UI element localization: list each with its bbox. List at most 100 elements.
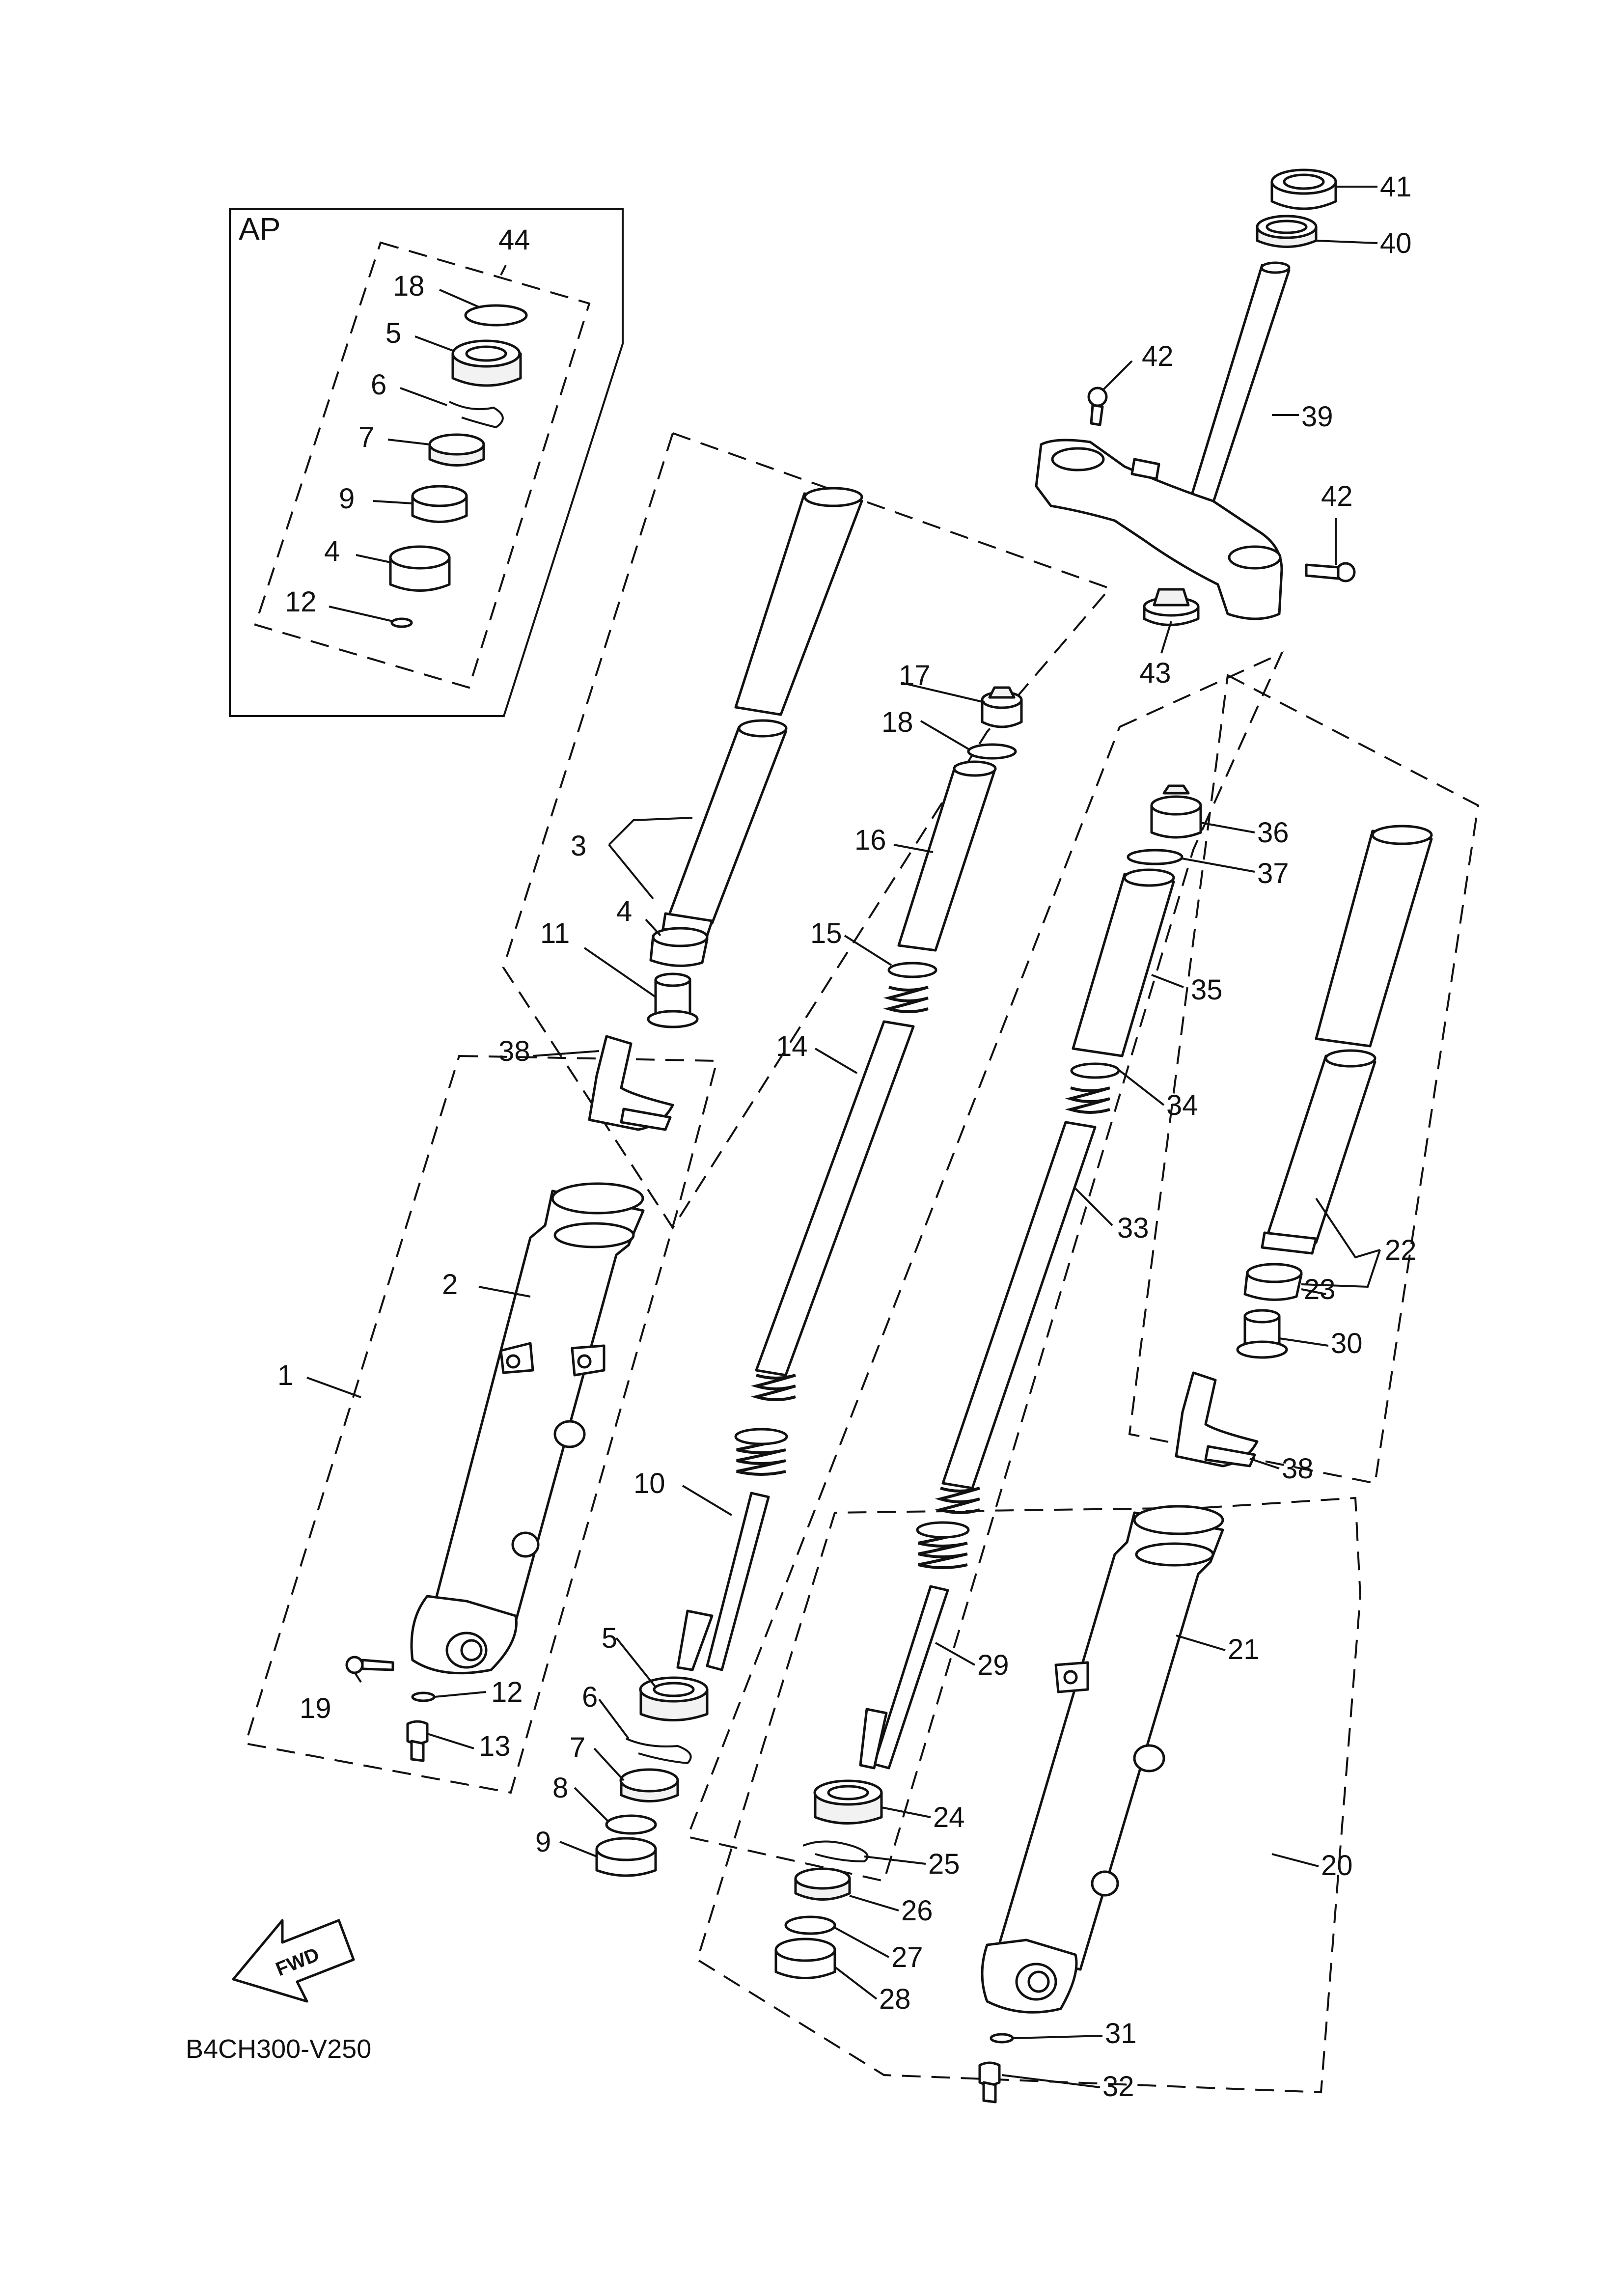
callout-13: 13	[479, 1730, 511, 1762]
callout-12: 12	[285, 586, 317, 618]
callout-36: 36	[1257, 817, 1289, 849]
right-gasket	[990, 2033, 1014, 2044]
callout-35: 35	[1191, 974, 1223, 1006]
right-upper-bracket	[1175, 1371, 1259, 1468]
callout-25: 25	[928, 1848, 960, 1880]
left-ring-8	[605, 1814, 657, 1835]
callout-39: 39	[1301, 401, 1333, 433]
left-drain-bolt	[345, 1656, 394, 1674]
callout-8: 8	[552, 1772, 568, 1804]
callout-6: 6	[371, 369, 386, 401]
left-slide-metal	[649, 927, 709, 967]
left-fork-spring	[750, 986, 929, 1401]
ap-oil-seal	[451, 339, 522, 387]
ap-bushing	[411, 485, 468, 523]
right-o-ring	[1127, 849, 1184, 865]
left-outer-tube	[410, 1182, 645, 1675]
callout-9b: 9	[535, 1826, 551, 1858]
right-washer-26	[794, 1867, 851, 1901]
under-bracket	[1035, 261, 1291, 620]
callout-23: 23	[1304, 1274, 1336, 1305]
ap-inset-parts	[389, 304, 528, 628]
callout-1: 1	[277, 1359, 293, 1391]
inner-tube-group-outline	[502, 432, 1112, 1230]
callout-6b: 6	[582, 1681, 598, 1713]
callout-14: 14	[776, 1030, 808, 1062]
callout-16: 16	[854, 824, 886, 856]
callout-37: 37	[1257, 858, 1289, 889]
callout-34: 34	[1166, 1089, 1198, 1121]
steering-race	[1256, 215, 1318, 248]
callout-38: 38	[498, 1035, 530, 1067]
callout-42b: 42	[1321, 480, 1353, 512]
ap-inset-box: AP	[229, 208, 624, 717]
left-o-ring	[967, 743, 1017, 760]
right-bushing-28	[774, 1938, 836, 1979]
callout-18b: 18	[881, 706, 913, 738]
fwd-arrow-icon: FWD	[232, 1919, 355, 2003]
right-inner-tube	[1261, 825, 1433, 1255]
callout-11: 11	[540, 917, 570, 949]
callout-labels: 44 18 5 6 7 9 4 12 3 4 11 38 2 1 19 12 1…	[277, 171, 1417, 2103]
outer-tube-group-outline	[244, 1054, 718, 1794]
right-fork-cap-bolt	[1150, 784, 1202, 839]
right-oil-seal	[813, 1779, 883, 1825]
callout-2: 2	[442, 1269, 458, 1301]
right-cylinder-collar	[1236, 1309, 1288, 1359]
stem-nut	[1143, 588, 1200, 626]
callout-41: 41	[1380, 171, 1412, 203]
diagram-code: B4CH300-V250	[186, 2034, 371, 2064]
left-fork-cap-bolt	[981, 686, 1023, 728]
callout-15: 15	[810, 917, 842, 949]
right-retaining-clip	[802, 1840, 869, 1863]
left-spring-seat	[887, 962, 937, 978]
callout-4b: 4	[616, 895, 632, 927]
callout-20: 20	[1321, 1850, 1353, 1882]
right-spring-seat	[1070, 1062, 1120, 1079]
callout-5b: 5	[602, 1622, 617, 1654]
pinch-bolt-upper	[1087, 387, 1108, 426]
callout-42: 42	[1142, 340, 1174, 372]
right-ring-27	[784, 1915, 836, 1935]
left-gasket	[411, 1691, 436, 1702]
callout-29: 29	[977, 1649, 1009, 1681]
inset-label: AP	[239, 211, 280, 247]
callout-12b: 12	[491, 1676, 523, 1708]
left-cylinder-bolt	[406, 1720, 429, 1762]
callout-9: 9	[339, 483, 355, 515]
right-damper-group-outline	[686, 651, 1284, 1883]
callout-32: 32	[1102, 2071, 1134, 2103]
callout-38b: 38	[1282, 1453, 1314, 1485]
ap-slide-metal	[389, 545, 451, 592]
steering-bearing	[1270, 168, 1337, 210]
callout-10: 10	[633, 1468, 665, 1499]
callout-7: 7	[358, 421, 374, 453]
callout-17: 17	[899, 660, 931, 692]
callout-24: 24	[933, 1801, 965, 1833]
callout-43: 43	[1139, 657, 1171, 689]
callout-3: 3	[571, 830, 586, 862]
right-slide-metal	[1243, 1263, 1303, 1301]
callout-4: 4	[324, 535, 340, 567]
right-damper-rod	[859, 1521, 970, 1770]
callout-19: 19	[300, 1692, 331, 1724]
leader-lines	[306, 186, 1381, 2088]
left-cylinder-collar	[647, 972, 699, 1028]
right-outer-tube	[981, 1505, 1224, 2014]
callout-26: 26	[901, 1895, 933, 1927]
callout-33: 33	[1117, 1212, 1149, 1244]
right-cylinder-bolt	[978, 2061, 1001, 2104]
callout-21: 21	[1228, 1634, 1260, 1665]
callout-5: 5	[385, 317, 401, 349]
left-damper-rod	[676, 1428, 788, 1671]
callout-31: 31	[1105, 2018, 1137, 2049]
left-retaining-clip	[626, 1738, 692, 1765]
left-spacer-tube	[897, 760, 997, 952]
ap-washer	[428, 433, 485, 467]
right-inner-tube-group-outline	[1128, 673, 1480, 1485]
left-upper-bracket	[588, 1035, 674, 1131]
left-inner-tube	[661, 487, 863, 937]
right-spacer-tube	[1072, 868, 1175, 1057]
left-bushing-9	[595, 1837, 657, 1877]
